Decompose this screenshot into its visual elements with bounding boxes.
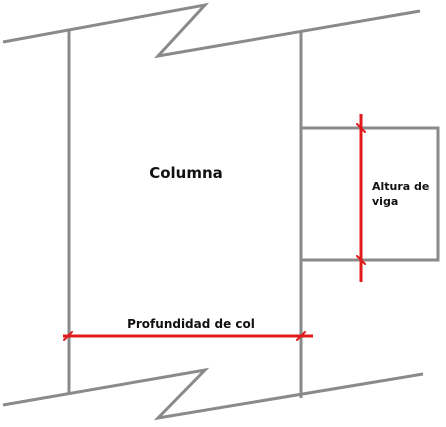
column-depth-tick-left xyxy=(63,331,73,341)
column-depth-tick-right xyxy=(296,331,306,341)
top-break-line xyxy=(2,2,421,59)
bottom-break-line xyxy=(2,367,424,421)
column-depth-label: Profundidad de col xyxy=(127,317,255,331)
beam-height-label-line2: viga xyxy=(372,195,398,208)
beam-height-label-line1: Altura de xyxy=(372,180,429,193)
beam-height-tick-top xyxy=(356,123,366,133)
beam-height-tick-bottom xyxy=(356,255,366,265)
column-label: Columna xyxy=(149,164,223,182)
beam-outline xyxy=(301,126,440,262)
